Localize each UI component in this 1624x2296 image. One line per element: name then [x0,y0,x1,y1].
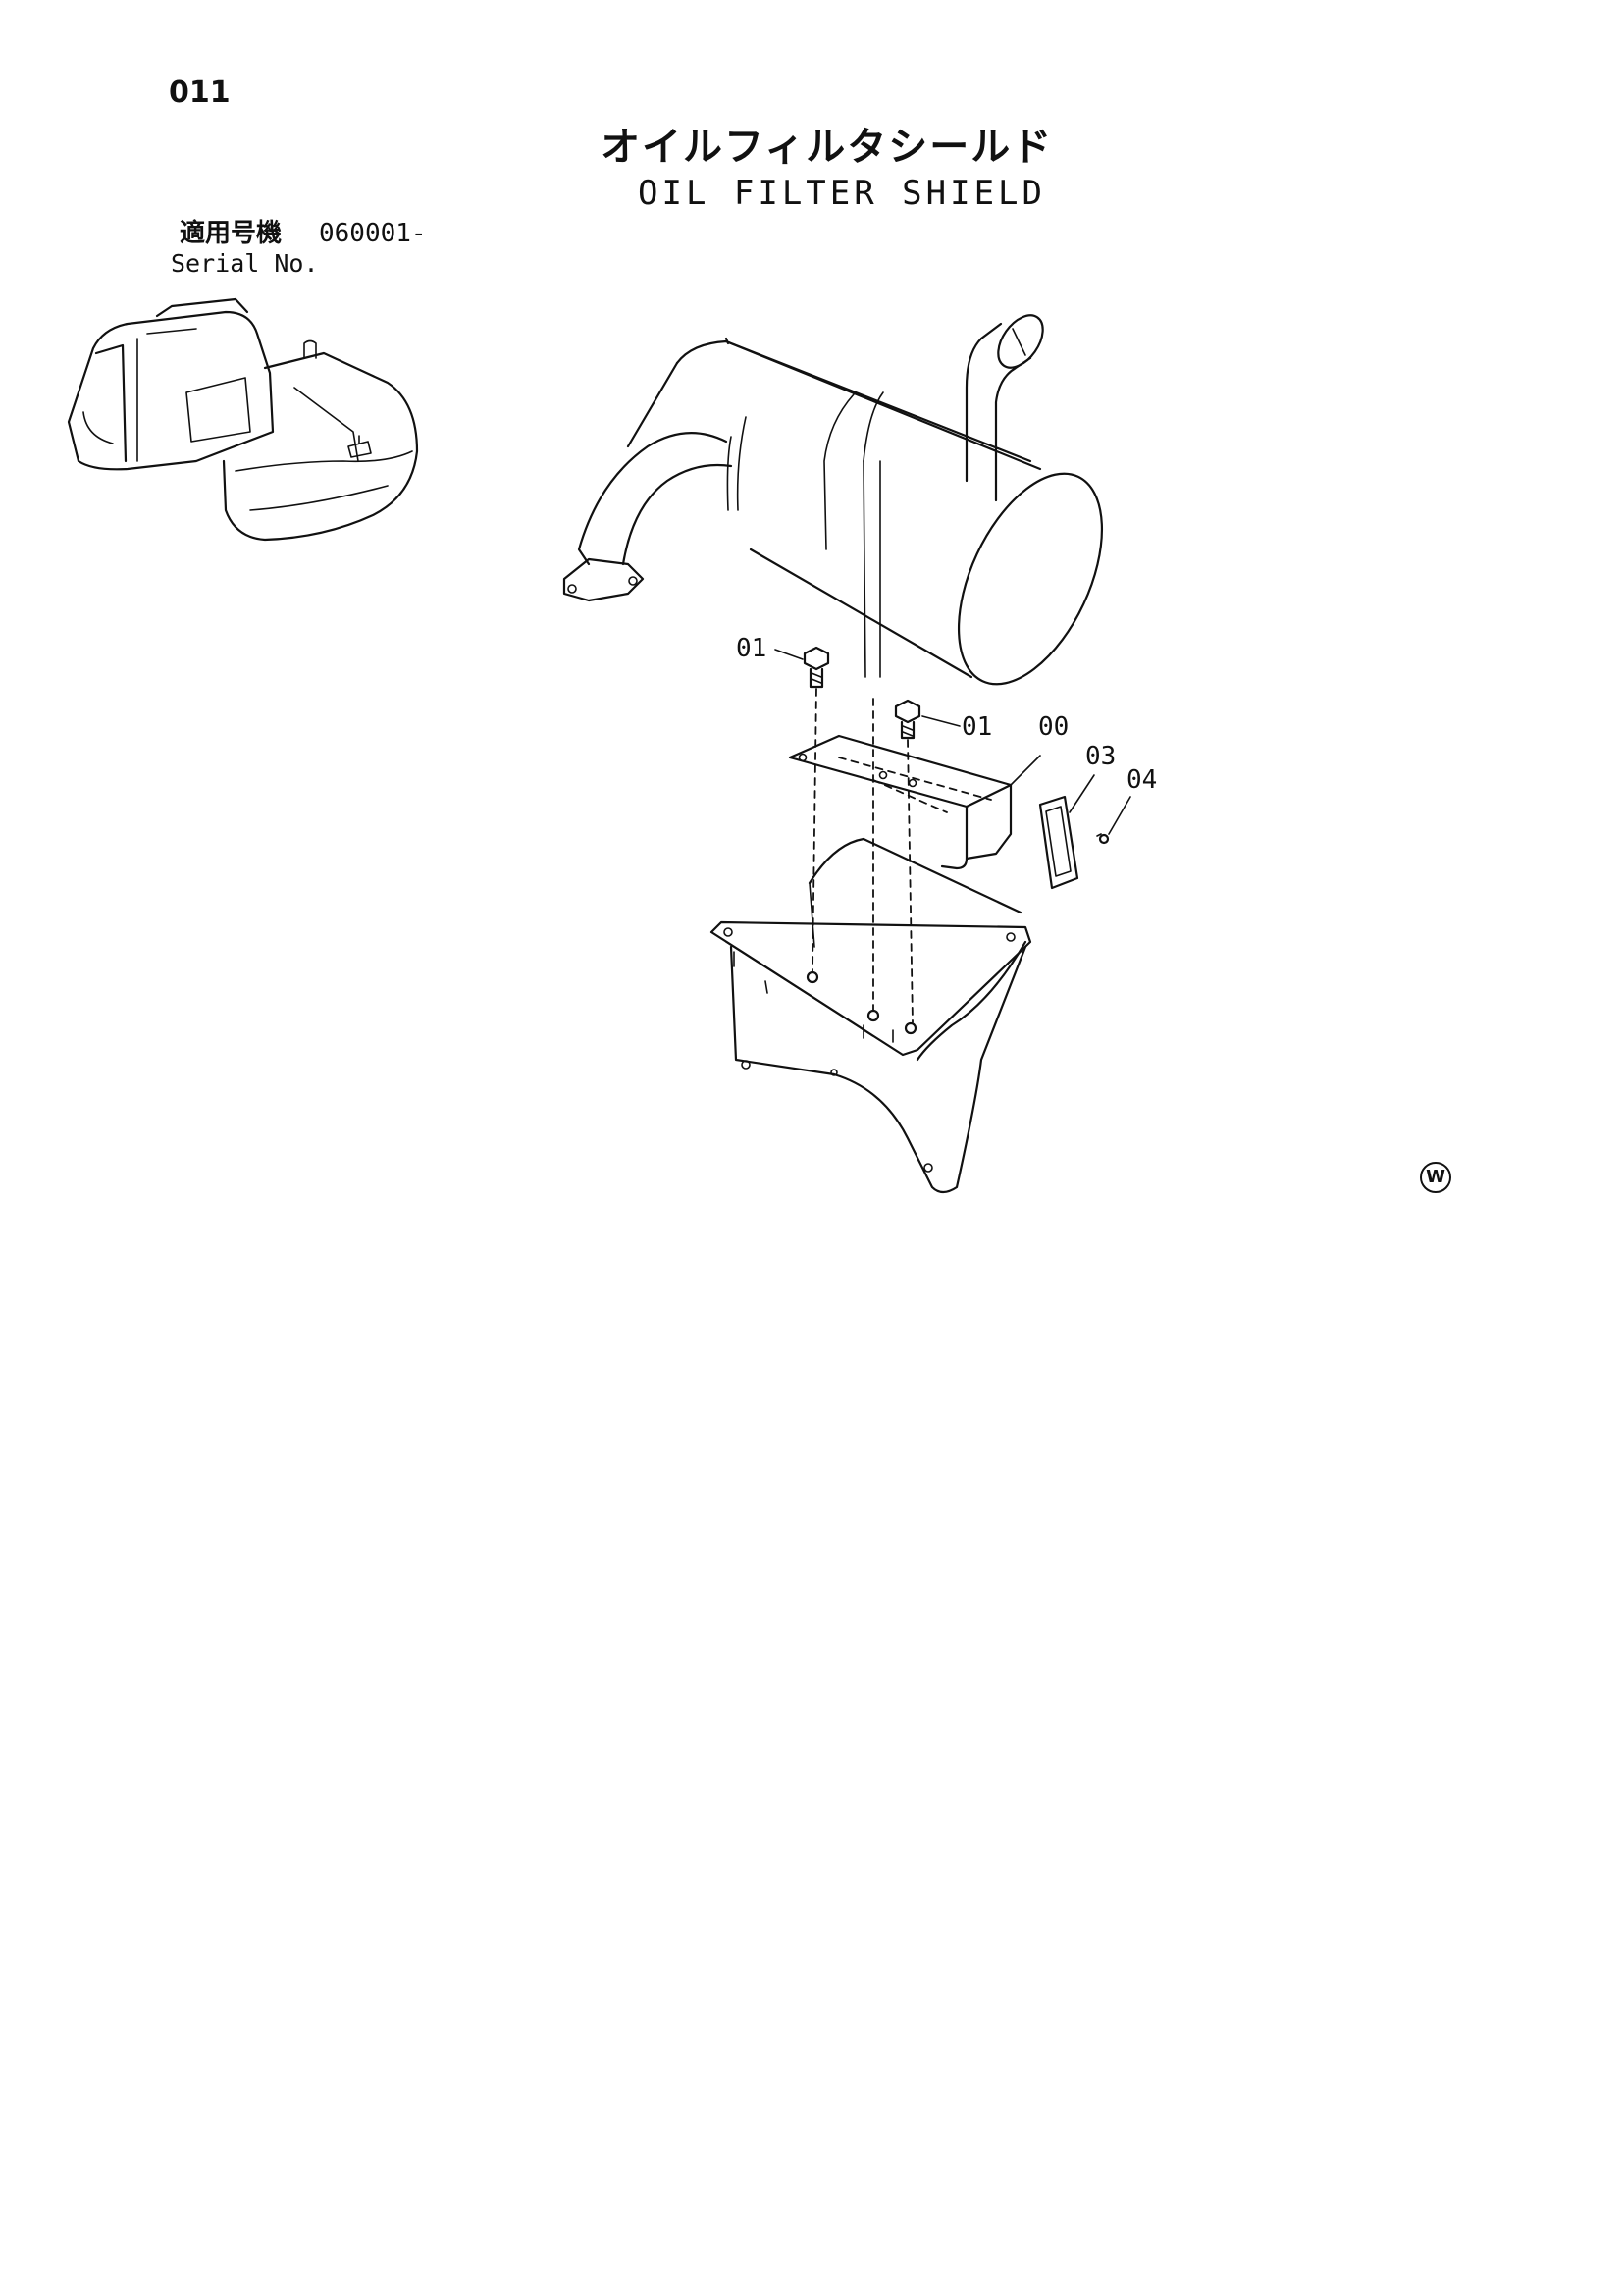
page-number: 011 [169,76,231,110]
bolt-right [894,699,921,740]
assembly-guide-lines [812,688,914,1023]
callout-gasket: 03 [1085,742,1117,771]
bolt-left [803,646,830,689]
serial-label-english: Serial No. [171,249,319,278]
excavator-locator-illustration [67,297,419,542]
callout-bolt-left: 01 [736,634,767,663]
small-screw [1096,833,1110,845]
callout-screw: 04 [1126,765,1158,795]
serial-number-value: 060001- [319,219,427,248]
gasket-plate [1038,795,1079,890]
serial-label-japanese: 適用号機 [180,219,283,248]
callout-shield: 00 [1038,712,1070,742]
callout-bolt-right: 01 [962,712,993,742]
page-title-english: OIL FILTER SHIELD [638,174,1046,213]
muffler-illustration [562,314,1104,686]
corner-mark: W [1420,1162,1451,1193]
oil-filter-shield [788,734,1013,870]
page-title-japanese: オイルフィルタシールド [601,125,1054,170]
callout-leaders [774,649,1131,835]
mounting-bracket [709,837,1032,1194]
